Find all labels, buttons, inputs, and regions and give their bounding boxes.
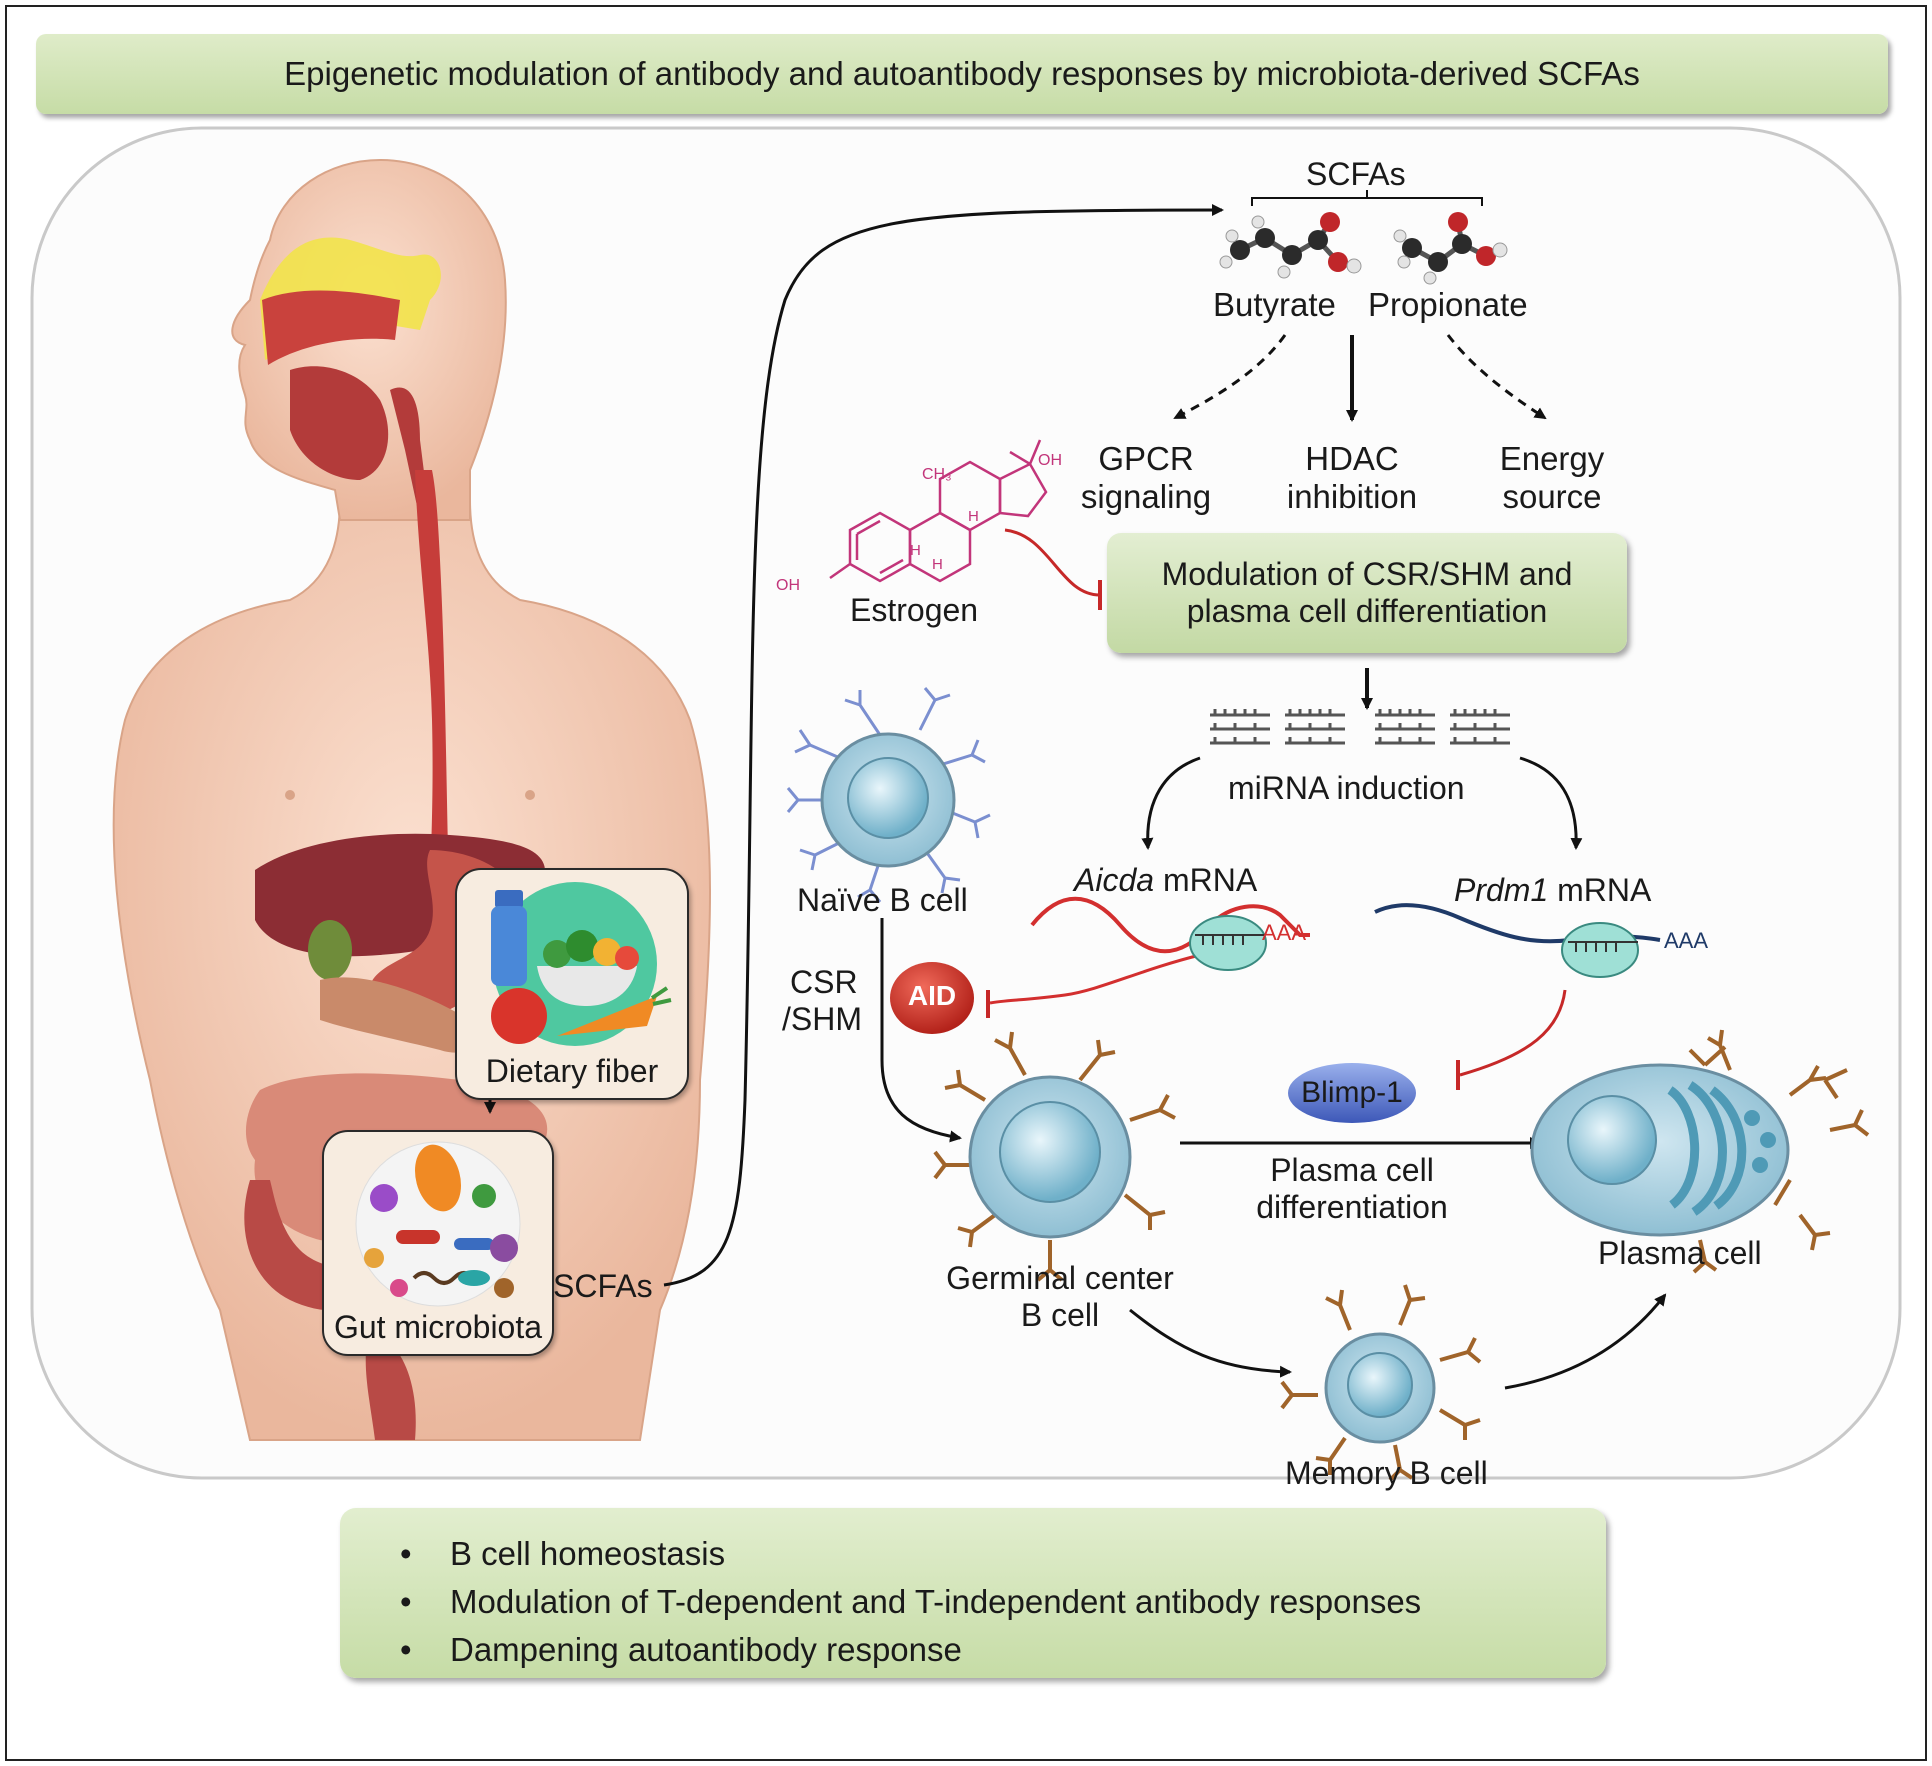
aicda-mrna-strand	[1030, 896, 1310, 954]
aicda-mrna-label: Aicda mRNA	[1074, 862, 1257, 899]
aicda-inhibition-line	[989, 953, 1201, 1005]
outcome-item: Dampening autoantibody response	[400, 1626, 1606, 1674]
energy-arrow	[1446, 334, 1547, 420]
plasma-cell-label: Plasma cell	[1598, 1235, 1762, 1271]
propionate-molecule-icon	[1393, 212, 1508, 285]
scfas-side-label: SCFAs	[553, 1268, 653, 1304]
csr-line1: CSR	[790, 964, 858, 1000]
diagram-title: Epigenetic modulation of antibody and au…	[284, 55, 1640, 92]
mirna-to-aicda-arrow	[1141, 756, 1201, 850]
prdm1-mrna-label: Prdm1 mRNA	[1454, 872, 1651, 909]
naive-b-cell-label: Naïve B cell	[797, 882, 968, 918]
aicda-suffix: mRNA	[1154, 862, 1258, 898]
scfa-bracket	[1251, 190, 1483, 206]
butyrate-label: Butyrate	[1213, 286, 1336, 323]
germinal-center-b-cell-icon	[933, 1031, 1176, 1282]
mirna-induction-label: miRNA induction	[1228, 770, 1465, 806]
csr-shm-label: CSR /SHM	[782, 964, 862, 1038]
estrogen-label: Estrogen	[850, 592, 979, 628]
gc-b-cell-label: Germinal center B cell	[920, 1260, 1200, 1334]
gut-microbiota-card: Gut microbiota	[322, 1130, 554, 1356]
hdac-line1: HDAC	[1305, 440, 1399, 477]
dietary-fiber-label: Dietary fiber	[485, 1053, 659, 1089]
energy-line1: Energy	[1499, 440, 1605, 477]
scfa-transport-arrow	[663, 204, 1224, 1287]
microbiota-icon	[355, 1141, 521, 1307]
gut-microbiota-label: Gut microbiota	[333, 1309, 543, 1345]
aicda-polya-label: AAA	[1262, 920, 1307, 945]
outcome-item: Modulation of T-dependent and T-independ…	[400, 1578, 1606, 1626]
prdm1-inhibition-line	[1459, 989, 1567, 1077]
modulation-box: Modulation of CSR/SHM and plasma cell di…	[1107, 533, 1627, 653]
mirna-to-prdm1-arrow	[1519, 756, 1583, 850]
modulation-line2: plasma cell differentiation	[1186, 593, 1548, 629]
plasma-diff-line2: differentiation	[1256, 1188, 1448, 1225]
estrogen-molecule-icon	[829, 439, 1048, 583]
naive-b-cell-icon	[786, 687, 991, 903]
outcomes-list: B cell homeostasis Modulation of T-depen…	[340, 1508, 1606, 1674]
blimp1-label: Blimp-1	[1301, 1076, 1403, 1109]
memory-b-cell-label: Memory B cell	[1285, 1455, 1488, 1491]
estrogen-oh-left-label: OH	[776, 577, 800, 594]
memory-b-cell-icon	[1280, 1284, 1482, 1482]
prdm1-gene-name: Prdm1	[1454, 872, 1549, 908]
hdac-inhibition-label: HDAC inhibition	[1272, 440, 1432, 516]
memory-to-plasma-arrow	[1504, 1293, 1667, 1390]
prdm1-suffix: mRNA	[1548, 872, 1652, 908]
prdm1-mirna-complex-icon	[1561, 922, 1639, 978]
outcomes-box: B cell homeostasis Modulation of T-depen…	[340, 1508, 1606, 1678]
estrogen-oh-top-label: OH	[1038, 452, 1062, 469]
csr-shm-arrow	[880, 918, 962, 1143]
plasma-cell-icon	[1530, 1029, 1870, 1274]
human-body-illustration	[112, 158, 711, 1441]
plasma-differentiation-label: Plasma cell differentiation	[1222, 1152, 1482, 1226]
gpcr-line1: GPCR	[1098, 440, 1194, 477]
mirna-icon	[1210, 709, 1510, 745]
gc-to-memory-arrow	[1129, 1308, 1292, 1378]
title-banner: Epigenetic modulation of antibody and au…	[36, 34, 1888, 114]
aid-label: AID	[907, 980, 957, 1011]
energy-line2: source	[1502, 477, 1602, 515]
estrogen-h-label-2: H	[910, 542, 921, 559]
gc-line2: B cell	[1020, 1296, 1100, 1333]
aicda-gene-name: Aicda	[1074, 862, 1155, 898]
energy-source-label: Energy source	[1472, 440, 1632, 516]
dietary-fiber-card: Dietary fiber	[455, 868, 689, 1100]
gpcr-line2: signaling	[1080, 477, 1212, 515]
outer-frame	[5, 5, 1927, 1761]
modulation-line1: Modulation of CSR/SHM and	[1161, 556, 1573, 592]
gpcr-signaling-label: GPCR signaling	[1066, 440, 1226, 516]
prdm1-polya-label: AAA	[1664, 928, 1709, 953]
butyrate-molecule-icon	[1219, 212, 1362, 279]
estrogen-h-label-3: H	[932, 556, 943, 573]
csr-line2: /SHM	[782, 1000, 862, 1037]
hdac-line2: inhibition	[1286, 477, 1418, 515]
estrogen-inhibition-line	[1004, 528, 1101, 597]
gc-line1: Germinal center	[946, 1260, 1174, 1296]
aid-protein-icon	[890, 962, 974, 1034]
plasma-diff-line1: Plasma cell	[1270, 1152, 1434, 1188]
propionate-label: Propionate	[1368, 286, 1528, 323]
scfas-top-label: SCFAs	[1306, 156, 1406, 192]
estrogen-ch3-label: CH₃	[922, 466, 952, 483]
blimp1-protein-icon	[1288, 1063, 1416, 1123]
aicda-mirna-complex-icon	[1189, 915, 1267, 971]
estrogen-h-label-1: H	[968, 508, 979, 525]
outcome-item: B cell homeostasis	[400, 1530, 1606, 1578]
gpcr-arrow	[1173, 334, 1287, 420]
dietary-fiber-icon	[491, 882, 672, 1046]
